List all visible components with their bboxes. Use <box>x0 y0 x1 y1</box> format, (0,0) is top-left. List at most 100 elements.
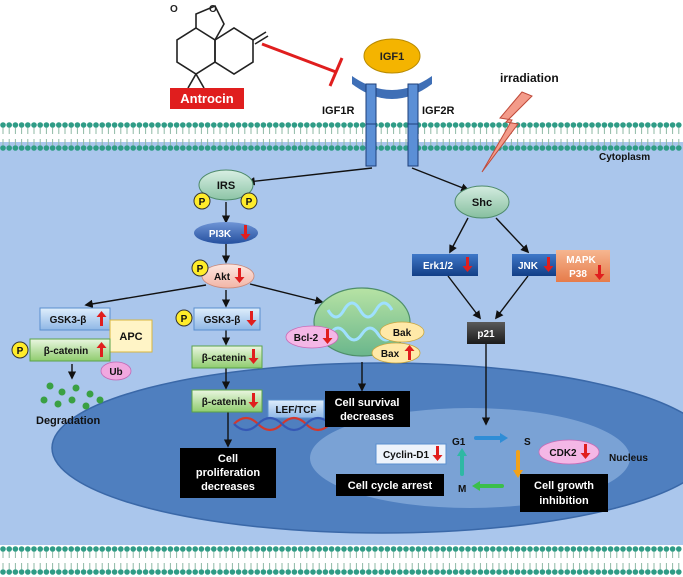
svg-text:P: P <box>199 197 206 208</box>
ring-oxygen-label: O <box>209 4 217 15</box>
bcl2-label: Bcl-2 <box>294 333 319 344</box>
akt-label: Akt <box>214 272 231 283</box>
bcatenin-mid-down-arrow-icon <box>248 349 259 364</box>
bcl2-down-arrow-icon <box>322 329 333 344</box>
phase-s-label: S <box>524 437 531 448</box>
arrest-outcome-box <box>336 474 444 496</box>
phospho-irs-left: P <box>193 192 211 210</box>
igf2r-label: IGF2R <box>422 105 454 117</box>
pi3k-node <box>194 222 258 244</box>
cytoplasm-label: Cytoplasm <box>599 152 650 163</box>
growth-outcome-box <box>520 474 608 512</box>
bak-label: Bak <box>393 328 412 339</box>
arrow-shc-to-jnk <box>495 217 530 254</box>
svg-text:P: P <box>17 346 24 357</box>
bcatenin-mid-box <box>191 345 263 369</box>
dna-helix-icon <box>233 416 331 432</box>
receptor-cup <box>352 76 432 99</box>
erk-box <box>412 254 478 276</box>
growth-line-2: inhibition <box>539 495 589 507</box>
survival-outcome-box <box>325 391 410 427</box>
svg-text:P: P <box>197 264 204 275</box>
survival-line-1: Cell survival <box>335 397 400 409</box>
plasma-membrane-bottom <box>0 546 682 575</box>
gsk3b-mid-box <box>193 307 261 331</box>
jnk-box <box>512 254 556 276</box>
p21-label: p21 <box>477 329 495 340</box>
bax-up-arrow-icon <box>404 345 415 360</box>
bcatenin-left-label: β-catenin <box>44 346 88 357</box>
apc-box <box>109 319 153 353</box>
pi3k-label: PI3K <box>209 229 232 240</box>
shc-node <box>454 185 510 219</box>
p21-box <box>467 322 505 344</box>
shc-label: Shc <box>472 197 492 209</box>
arrow-shc-to-erk <box>449 217 469 254</box>
igf1r-label: IGF1R <box>322 105 354 117</box>
bcatenin-nuc-label: β-catenin <box>202 397 246 408</box>
bcatenin-nuc-down-arrow-icon <box>248 393 259 408</box>
nucleus-label: Nucleus <box>609 453 648 464</box>
cyclin-d1-down-arrow-icon <box>432 446 443 461</box>
phase-m-label: M <box>458 484 466 495</box>
proliferation-outcome-box <box>180 448 276 498</box>
cyclin-d1-label: Cyclin-D1 <box>383 450 430 461</box>
irradiation-label: irradiation <box>500 71 559 85</box>
mapk-label-line-1: MAPK <box>566 255 596 266</box>
irs-label: IRS <box>217 180 235 192</box>
arrow-akt-to-bcl2 <box>249 283 324 305</box>
lef-tcf-label: LEF/TCF <box>275 405 316 416</box>
arrest-label: Cell cycle arrest <box>348 480 433 492</box>
bcl2-node <box>285 325 339 349</box>
cyclin-d1-box <box>375 443 447 465</box>
degradation-label: Degradation <box>36 415 100 427</box>
growth-line-1: Cell growth <box>534 480 594 492</box>
igf1-ligand <box>363 38 421 74</box>
cell-cycle-arrows <box>460 436 520 488</box>
mapk-down-arrow-icon <box>594 265 605 280</box>
jnk-down-arrow-icon <box>543 257 554 272</box>
lightning-bolt-icon <box>481 91 533 173</box>
bak-node <box>379 321 425 343</box>
arrow-akt-to-gsk-left <box>84 284 207 309</box>
gsk3b-mid-down-arrow-icon <box>246 311 257 326</box>
arrow-receptor-to-irs <box>246 167 373 186</box>
antrocin-box <box>170 88 244 109</box>
cdk2-label: CDK2 <box>549 448 577 459</box>
gsk3b-left-label: GSK3-β <box>50 315 87 326</box>
apc-label: APC <box>119 331 142 343</box>
proliferation-line-2: proliferation <box>196 467 260 479</box>
mapk-label-line-2: P38 <box>569 269 587 280</box>
antrocin-structure <box>176 4 269 89</box>
igf1-label: IGF1 <box>380 51 404 63</box>
cdk2-down-arrow-icon <box>580 444 591 459</box>
phospho-akt: P <box>191 259 209 277</box>
akt-down-arrow-icon <box>234 268 245 283</box>
cell-cycle-arrowheads <box>457 433 523 491</box>
arrow-jnk-to-p21 <box>494 275 529 320</box>
receptor-igf1r <box>365 83 377 167</box>
irs-node <box>198 169 254 201</box>
antrocin-label: Antrocin <box>180 91 234 106</box>
jnk-label: JNK <box>518 261 539 272</box>
proliferation-line-3: decreases <box>201 481 255 493</box>
phospho-bcatenin: P <box>11 341 29 359</box>
phospho-gsk3b-mid: P <box>175 309 193 327</box>
degradation-fragments <box>40 382 104 410</box>
ub-node <box>100 361 132 381</box>
bcatenin-nuc-box <box>191 389 263 413</box>
bcatenin-left-box <box>29 338 111 362</box>
bcatenin-left-up-arrow-icon <box>96 342 107 357</box>
inhibition-arrow <box>261 42 344 87</box>
survival-line-2: decreases <box>340 411 394 423</box>
ub-label: Ub <box>109 367 122 378</box>
phospho-irs-right: P <box>240 192 258 210</box>
gsk3b-left-up-arrow-icon <box>96 311 107 326</box>
gsk3b-left-box <box>39 307 111 331</box>
pi3k-down-arrow-icon <box>240 225 251 240</box>
svg-text:P: P <box>181 314 188 325</box>
carbonyl-oxygen-label: O <box>170 4 178 15</box>
bax-label: Bax <box>381 349 400 360</box>
erk-label: Erk1/2 <box>423 261 453 272</box>
